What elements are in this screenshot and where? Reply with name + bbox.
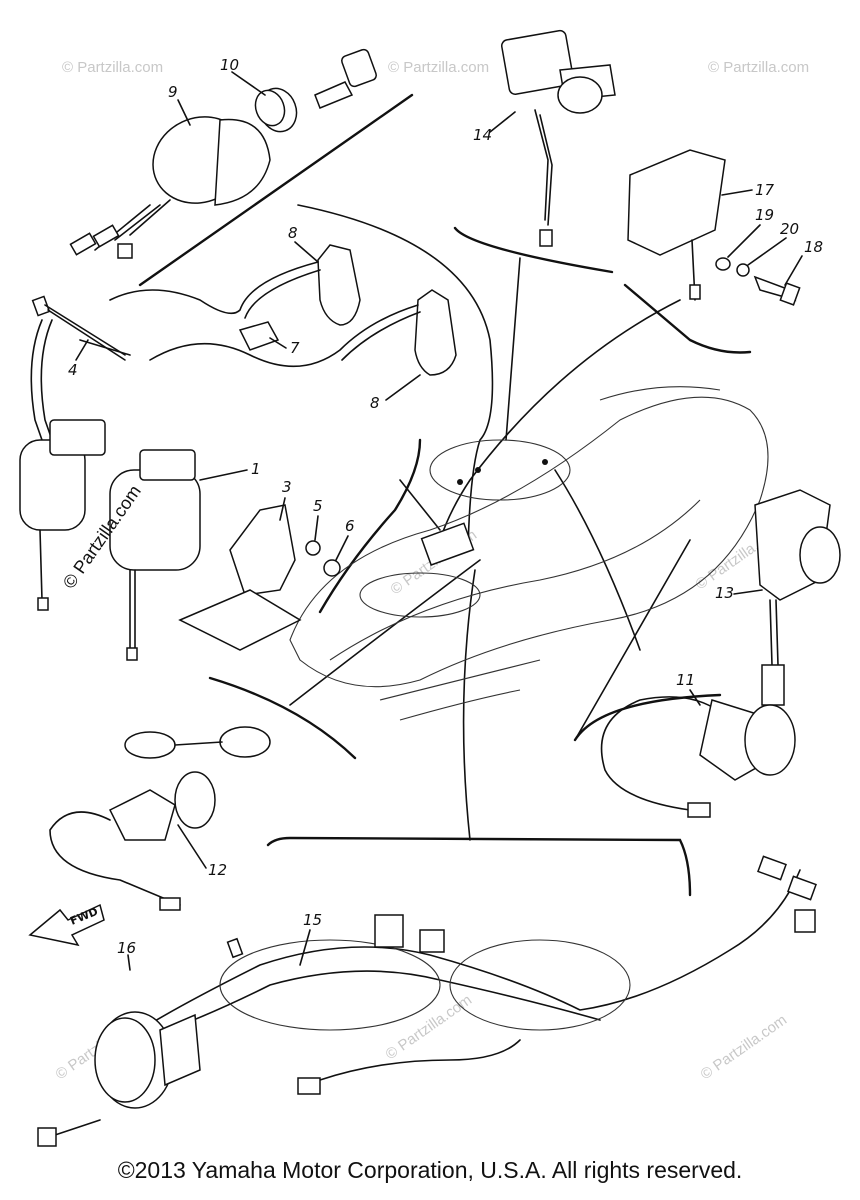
coil-bracket-part xyxy=(178,504,302,651)
callout-15: 15 xyxy=(303,911,322,929)
watermark: © Partzilla.com xyxy=(698,1011,791,1083)
leader-line xyxy=(505,257,521,441)
callout-5: 5 xyxy=(313,497,323,515)
callout-11: 11 xyxy=(676,671,695,689)
leader-line xyxy=(462,569,476,841)
regulator-hardware xyxy=(715,257,801,306)
regulator-part xyxy=(627,149,726,301)
bracket-harness xyxy=(266,836,692,897)
ignition-switch-part xyxy=(69,116,271,259)
frame-ghost xyxy=(289,386,769,721)
switch-12-part xyxy=(49,726,271,911)
callout-8b: 8 xyxy=(370,394,380,412)
bracket-regulator xyxy=(623,283,752,354)
key-part xyxy=(314,48,377,109)
leader-line xyxy=(399,479,441,531)
callout-labels: 1 3 4 5 6 7 8 8 9 10 11 12 13 14 15 16 1… xyxy=(68,56,823,957)
callout-13: 13 xyxy=(715,584,734,602)
watermark: © Partzilla.com xyxy=(388,59,489,76)
bracket-relay xyxy=(453,226,614,274)
leader-line xyxy=(574,539,691,741)
bolt-part xyxy=(30,295,131,441)
washer-nut-parts xyxy=(305,540,341,577)
callout-6: 6 xyxy=(345,517,355,535)
bracket-coil xyxy=(318,438,422,614)
callout-8: 8 xyxy=(288,224,298,242)
switch-13-part xyxy=(754,489,841,706)
leader-line xyxy=(289,559,481,706)
callout-16: 16 xyxy=(117,939,136,957)
clamp-part xyxy=(238,321,280,351)
callout-7: 7 xyxy=(290,339,300,357)
fuse-box xyxy=(420,522,475,566)
leader-line xyxy=(439,299,681,541)
watermark: © Partzilla.com xyxy=(708,59,809,76)
switch-nut-part xyxy=(254,87,298,133)
callout-9: 9 xyxy=(168,83,178,101)
ignition-coil-part xyxy=(19,419,201,661)
callout-17: 17 xyxy=(755,181,775,199)
fwd-arrow-icon: FWD xyxy=(28,903,105,947)
plug-cap-parts xyxy=(109,244,457,376)
callout-19: 19 xyxy=(755,206,774,224)
leader-line xyxy=(554,469,641,651)
switch-11-part xyxy=(600,696,796,818)
callout-12: 12 xyxy=(208,861,227,879)
relay-part xyxy=(500,29,616,247)
callout-14: 14 xyxy=(473,126,492,144)
callout-1: 1 xyxy=(251,460,261,478)
watermark: © Partzilla.com xyxy=(383,991,476,1063)
lamp-part xyxy=(37,1011,201,1147)
watermark: © Partzilla.com xyxy=(62,59,163,76)
callout-18: 18 xyxy=(804,238,823,256)
leader-line xyxy=(297,204,494,551)
copyright-notice: ©2013 Yamaha Motor Corporation, U.S.A. A… xyxy=(117,1157,743,1183)
callout-20: 20 xyxy=(780,220,799,238)
wire-harness-part xyxy=(139,855,817,1095)
bracket-switch-12 xyxy=(208,676,357,760)
callout-pointers xyxy=(75,71,803,971)
bracket-ignition-switch xyxy=(138,93,414,287)
callout-10: 10 xyxy=(220,56,239,74)
callout-3: 3 xyxy=(282,478,292,496)
callout-4: 4 xyxy=(68,361,78,379)
